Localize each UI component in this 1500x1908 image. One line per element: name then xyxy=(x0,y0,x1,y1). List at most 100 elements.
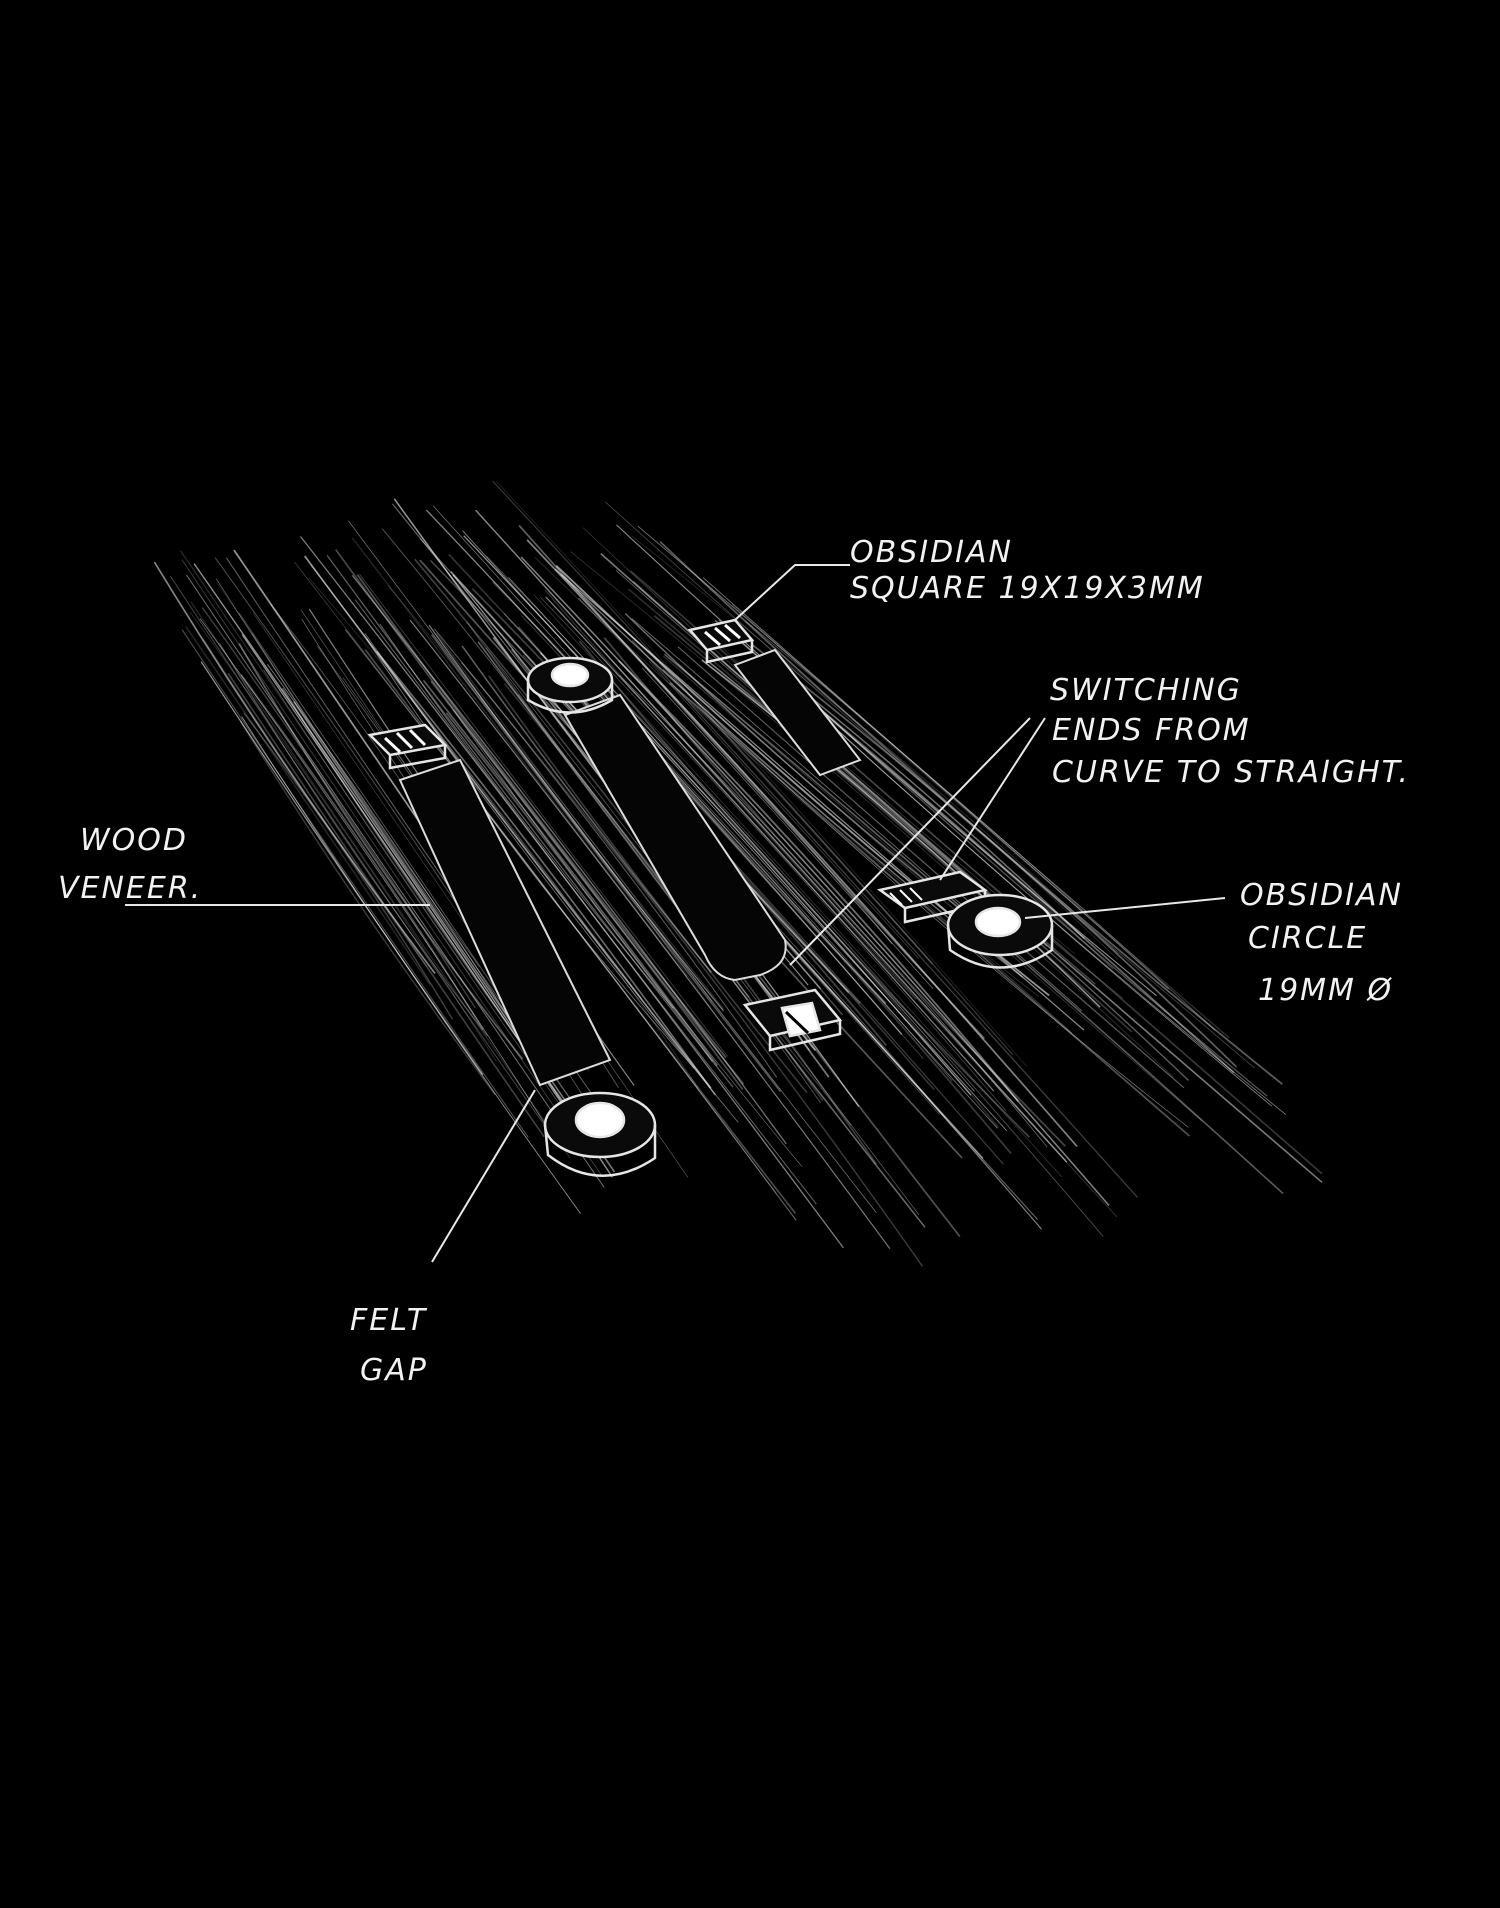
grain-stroke xyxy=(637,525,1170,990)
grain-stroke xyxy=(190,601,571,1159)
grain-stroke xyxy=(243,712,454,1020)
grain-stroke xyxy=(578,640,1030,1138)
grain-stroke xyxy=(431,634,782,1093)
switching-label-3: CURVE TO STRAIGHT. xyxy=(1052,755,1410,790)
grain-stroke xyxy=(169,575,557,1142)
grain-stroke xyxy=(701,659,1101,1008)
grain-stroke xyxy=(466,621,852,1126)
grain-stroke xyxy=(518,524,986,1040)
grain-stroke xyxy=(185,625,431,986)
grain-stroke xyxy=(263,669,566,1114)
grain-stroke xyxy=(616,524,1157,997)
grain-stroke xyxy=(240,674,484,1030)
grain-stroke xyxy=(202,638,428,968)
annotation-felt-gap: FELT GAP xyxy=(350,1303,428,1388)
grain-stroke xyxy=(750,643,1238,1068)
grain-stroke xyxy=(430,680,744,1091)
grain-stroke xyxy=(299,536,844,1249)
obsidian-squares xyxy=(367,618,988,1052)
grain-stroke xyxy=(304,555,712,1089)
grain-stroke xyxy=(364,632,739,1123)
grain-stroke xyxy=(219,642,488,1037)
switching-label-2: ENDS FROM xyxy=(1052,713,1251,748)
obsidian-circle-label-1: OBSIDIAN xyxy=(1240,878,1403,913)
grain-stroke xyxy=(653,615,1133,1033)
grain-stroke xyxy=(436,632,724,1010)
grain-stroke xyxy=(200,661,484,1075)
obsidian-circle-bottom xyxy=(543,1091,657,1177)
grain-stroke xyxy=(642,667,934,989)
leader-felt-gap xyxy=(431,1089,536,1263)
obsidian-circle-right xyxy=(946,893,1054,969)
leader-obsidian-square xyxy=(734,564,850,621)
obsidian-square-label-1: OBSIDIAN xyxy=(850,535,1013,570)
grain-stroke xyxy=(201,607,476,1009)
grain-stroke xyxy=(153,561,436,974)
grain-stroke xyxy=(619,675,1048,1148)
obsidian-circle-label-3: 19MM Ø xyxy=(1258,973,1393,1008)
grain-stroke xyxy=(631,618,1082,1012)
grain-stroke xyxy=(496,481,1027,1067)
grain-stroke xyxy=(659,541,1283,1085)
grain-stroke xyxy=(433,628,778,1078)
middle-plank xyxy=(563,693,787,982)
grain-stroke xyxy=(462,530,1008,1132)
grain-stroke xyxy=(351,537,688,977)
annotation-wood-veneer: WOOD VENEER. xyxy=(58,823,202,906)
veneer-planks xyxy=(398,648,862,1087)
left-plank xyxy=(398,758,612,1087)
grain-stroke xyxy=(354,599,817,1205)
grain-stroke xyxy=(365,638,695,1069)
grain-stroke xyxy=(179,550,471,976)
grain-stroke xyxy=(545,596,995,1092)
grain-stroke xyxy=(461,662,924,1267)
grain-stroke xyxy=(348,520,877,1213)
grain-stroke xyxy=(387,584,712,1009)
grain-stroke xyxy=(508,577,975,1092)
grain-stroke xyxy=(428,624,724,1012)
grain-stroke xyxy=(461,645,712,973)
grain-stroke xyxy=(308,577,699,1089)
grain-stroke xyxy=(618,659,1019,1102)
grain-stroke xyxy=(648,660,920,960)
grain-stroke xyxy=(486,555,1104,1237)
annotation-obsidian-circle: OBSIDIAN CIRCLE 19MM Ø xyxy=(1240,878,1403,1008)
grain-stroke xyxy=(351,574,787,1145)
grain-stroke xyxy=(251,632,480,968)
grain-stroke xyxy=(731,603,1230,1039)
grain-stroke xyxy=(181,629,529,1138)
obsidian-square-center xyxy=(742,988,843,1052)
grain-stroke xyxy=(669,682,1190,1137)
grain-stroke xyxy=(216,581,531,1044)
grain-stroke xyxy=(238,642,524,1060)
grain-stroke xyxy=(186,574,605,1188)
grain-stroke xyxy=(409,619,891,1250)
grain-stroke xyxy=(335,549,745,1085)
obsidian-square-left xyxy=(367,723,448,770)
grain-stroke xyxy=(702,577,1088,913)
obsidian-circle-label-2: CIRCLE xyxy=(1248,921,1367,956)
grain-stroke xyxy=(605,501,1255,1069)
grain-stroke xyxy=(488,675,808,1094)
grain-stroke xyxy=(492,480,1014,1055)
grain-stroke xyxy=(294,561,777,1194)
grain-stroke xyxy=(193,563,613,1178)
grain-stroke xyxy=(199,618,550,1131)
grain-stroke xyxy=(356,574,727,1059)
grain-stroke xyxy=(189,611,497,1062)
leader-switching-a xyxy=(789,717,1031,966)
grain-stroke xyxy=(453,709,803,1167)
annotation-obsidian-square: OBSIDIAN SQUARE 19X19X3MM xyxy=(850,535,1203,606)
grain-stroke xyxy=(479,697,713,1003)
grain-stroke xyxy=(475,509,1068,1163)
grain-stroke xyxy=(326,555,734,1088)
grain-stroke xyxy=(669,681,1073,1034)
wood-veneer-label-2: VENEER. xyxy=(58,871,202,906)
grain-stroke xyxy=(662,655,998,948)
grain-stroke xyxy=(239,720,496,1096)
leader-lines xyxy=(125,564,1226,1263)
obsidian-circle-top xyxy=(526,656,614,714)
felt-gap-label-1: FELT xyxy=(350,1303,428,1338)
grain-stroke xyxy=(253,613,494,965)
